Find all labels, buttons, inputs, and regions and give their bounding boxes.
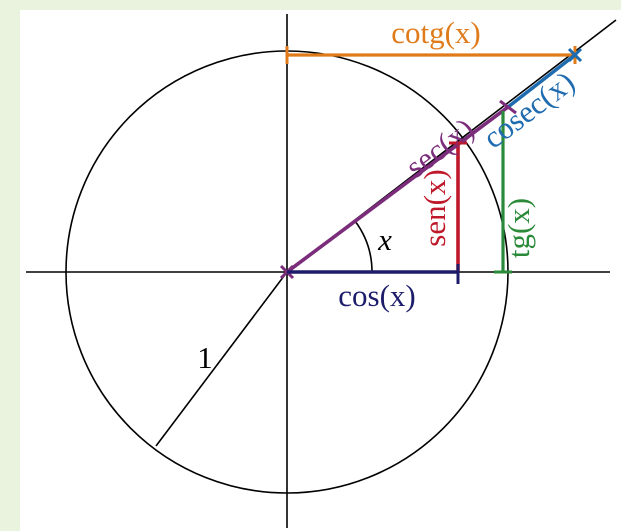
sen-label: sen(x) xyxy=(417,169,452,246)
radius-line xyxy=(155,271,288,447)
sec-segment xyxy=(285,105,510,274)
cosec-segment xyxy=(506,53,577,109)
angle-arc xyxy=(354,220,373,273)
sec-tick-end xyxy=(499,99,517,115)
cotg-label: cotg(x) xyxy=(391,15,481,50)
cosec-end-mark-b xyxy=(567,47,583,63)
radius-label: 1 xyxy=(197,340,213,375)
cos-label: cos(x) xyxy=(338,278,415,313)
tg-label: tg(x) xyxy=(501,198,536,258)
angle-label: x xyxy=(377,222,392,257)
